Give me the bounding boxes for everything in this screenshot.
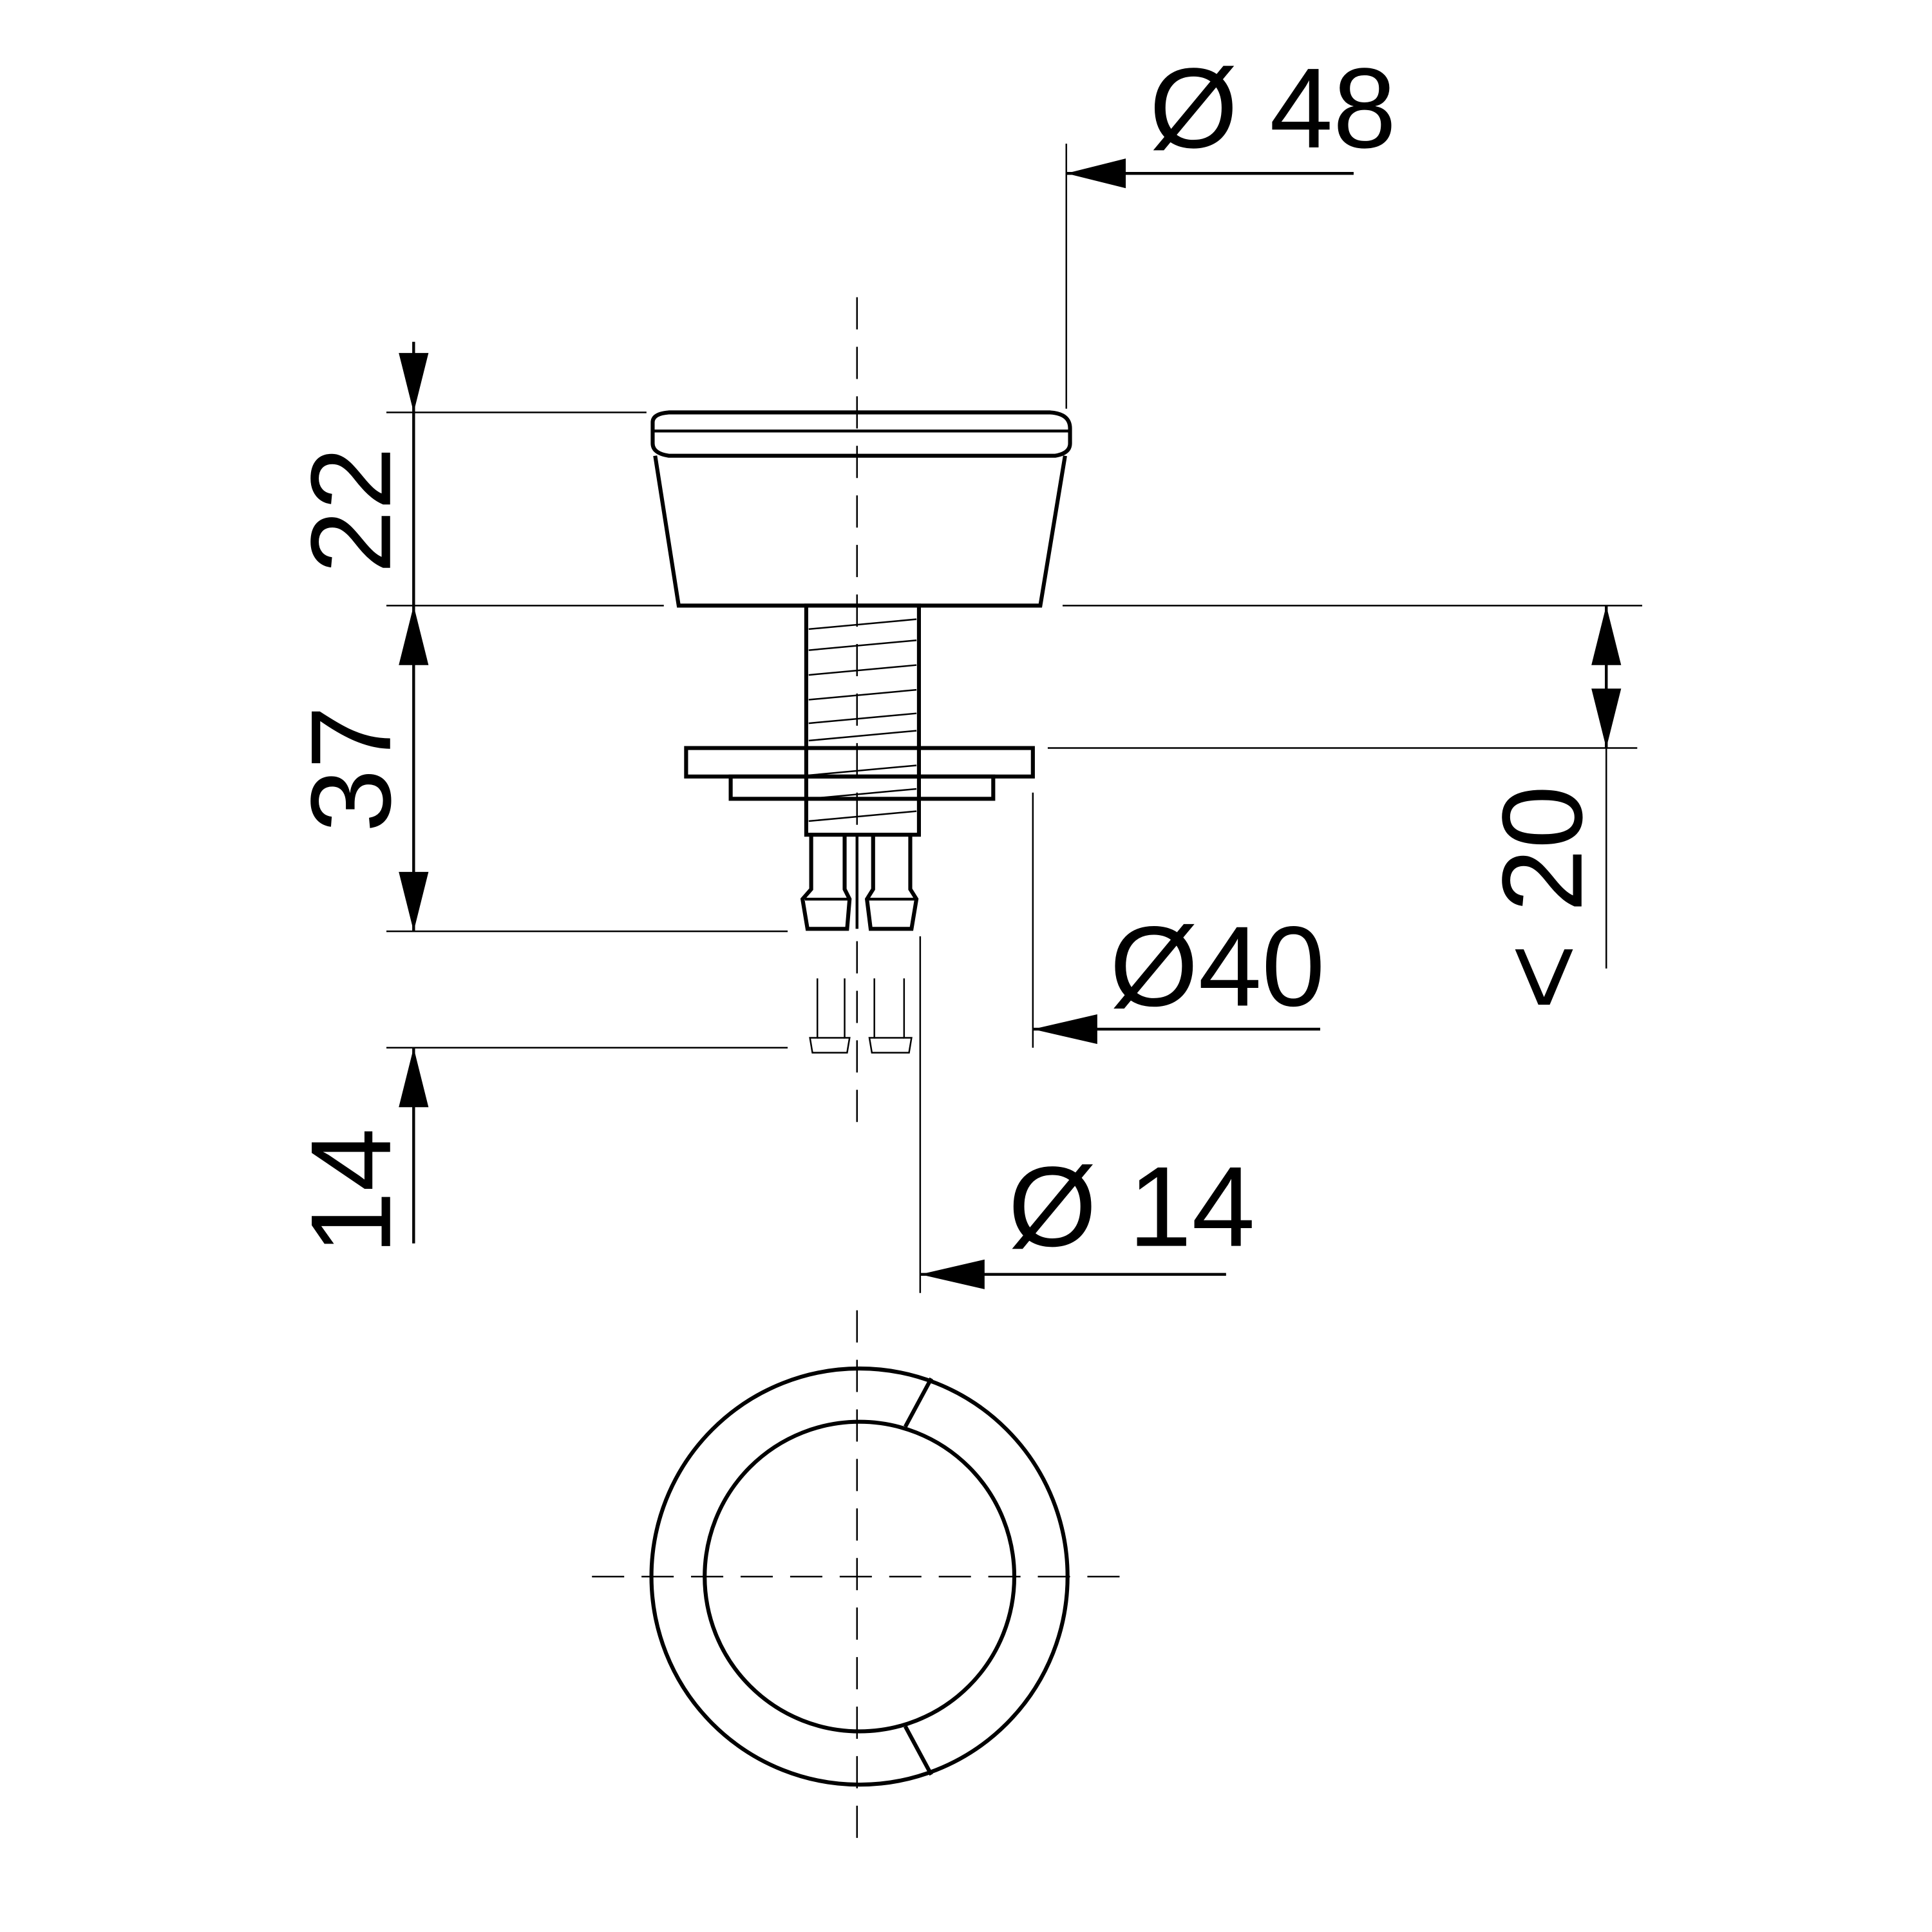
hose-connectors	[800, 835, 919, 931]
panel-thickness-dimension	[1591, 605, 1622, 748]
outer-ring	[649, 1366, 1070, 1787]
dim-cap-height: 22	[288, 447, 415, 574]
vertical-dimension-chain	[399, 341, 429, 1244]
diameter-leaders	[920, 158, 1354, 1289]
dim-cap-diameter: Ø 48	[1150, 45, 1397, 172]
ring-gap-top	[904, 1377, 933, 1428]
ring-gap-bottom	[904, 1725, 933, 1776]
top-view	[592, 1310, 1130, 1846]
button-cap	[650, 410, 1072, 608]
dim-hose-length: 14	[288, 1128, 415, 1255]
dim-stem-length: 37	[288, 706, 415, 833]
connectors-phantom	[809, 978, 913, 1054]
side-view: 22 37 14 < 20 Ø 48 Ø40 Ø 14	[288, 45, 1642, 1293]
dim-flange-diameter: Ø40	[1110, 904, 1325, 1030]
mounting-flange	[684, 746, 1035, 801]
dim-panel-thickness: < 20	[1479, 786, 1606, 1010]
extension-lines	[386, 144, 1642, 1293]
dim-hose-diameter: Ø 14	[1008, 1144, 1255, 1271]
inner-ring	[703, 1419, 1017, 1734]
